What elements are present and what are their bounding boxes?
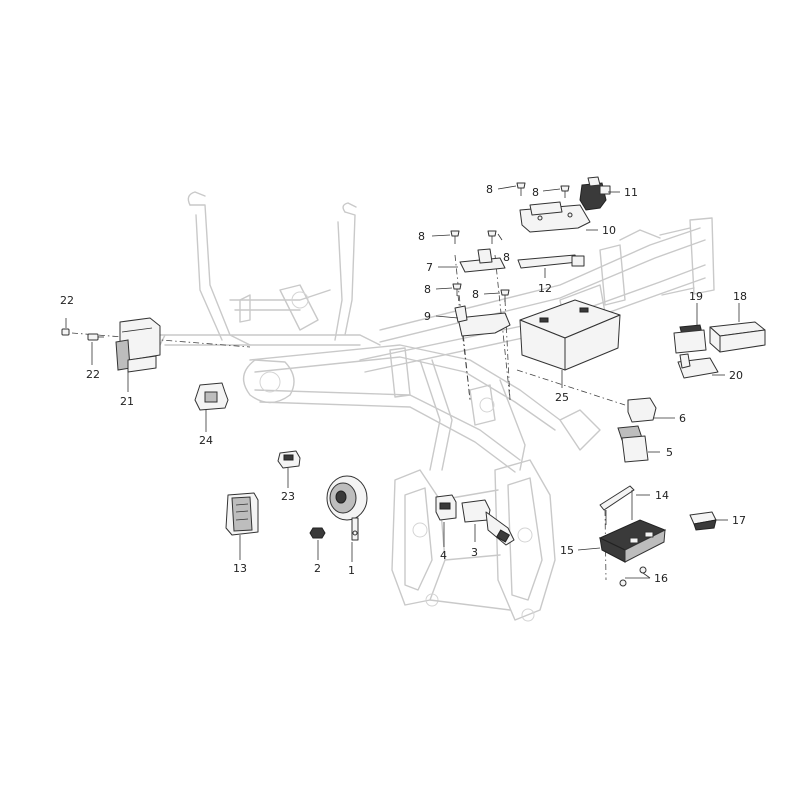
callout-6: 6 xyxy=(679,412,686,425)
callout-19: 19 xyxy=(689,290,703,303)
motorcycle-frame xyxy=(159,191,715,622)
screw-8-b xyxy=(560,185,570,198)
callout-21: 21 xyxy=(120,395,134,408)
screw-8-d xyxy=(487,230,497,244)
callout-8d: 8 xyxy=(503,251,510,264)
bolt-22-lower xyxy=(87,333,104,341)
callout-8e: 8 xyxy=(424,283,431,296)
callout-10: 10 xyxy=(602,224,616,237)
part-10-bracket xyxy=(519,201,591,233)
callout-8c: 8 xyxy=(418,230,425,243)
part-19-module xyxy=(673,324,707,354)
callout-14: 14 xyxy=(655,489,669,502)
part-23-relay xyxy=(277,450,301,469)
screw-8-f xyxy=(500,289,510,302)
leader-lines xyxy=(65,185,740,579)
part-13-fusebox xyxy=(225,492,259,536)
screw-16-b xyxy=(639,566,647,574)
callout-11: 11 xyxy=(624,186,638,199)
part-17-module xyxy=(689,511,717,531)
callout-1: 1 xyxy=(348,564,355,577)
part-6-relay xyxy=(627,397,657,423)
screw-8-a xyxy=(516,182,526,196)
screw-8-c xyxy=(450,230,460,244)
part-5-relay xyxy=(617,425,649,463)
callout-20: 20 xyxy=(729,369,743,382)
callout-7: 7 xyxy=(426,261,433,274)
part-15-ecu xyxy=(598,519,667,563)
callout-25: 25 xyxy=(555,391,569,404)
callout-15: 15 xyxy=(560,544,574,557)
part-18-box xyxy=(709,321,766,353)
callout-23: 23 xyxy=(281,490,295,503)
part-7-bracket xyxy=(459,248,506,273)
callout-22a: 22 xyxy=(60,294,74,307)
callout-8b: 8 xyxy=(532,186,539,199)
callout-18: 18 xyxy=(733,290,747,303)
part-20-bracket xyxy=(677,353,719,379)
part-25-battery xyxy=(519,299,621,371)
callout-8a: 8 xyxy=(486,183,493,196)
bolt-22-upper xyxy=(61,328,70,336)
part-11-relay xyxy=(579,176,611,211)
callout-labels: 1 2 3 4 5 6 7 8 8 8 8 8 8 9 10 11 12 13 … xyxy=(60,183,747,585)
part-1-horn xyxy=(326,475,368,541)
part-2-nut xyxy=(309,527,326,539)
callout-8f: 8 xyxy=(472,288,479,301)
part-14-strap xyxy=(599,485,635,525)
callout-16: 16 xyxy=(654,572,668,585)
screw-16-a xyxy=(619,579,627,587)
part-12-strap xyxy=(517,254,585,269)
part-4-sensor xyxy=(435,494,457,521)
callout-5: 5 xyxy=(666,446,673,459)
callout-22b: 22 xyxy=(86,368,100,381)
callout-12: 12 xyxy=(538,282,552,295)
callout-3: 3 xyxy=(471,546,478,559)
callout-9: 9 xyxy=(424,310,431,323)
part-3-sensor xyxy=(461,499,515,546)
callout-2: 2 xyxy=(314,562,321,575)
callout-13: 13 xyxy=(233,562,247,575)
part-21-module xyxy=(115,317,161,373)
callout-4: 4 xyxy=(440,549,447,562)
screw-8-e xyxy=(452,283,462,296)
callout-17: 17 xyxy=(732,514,746,527)
part-9-bracket xyxy=(454,305,511,337)
callout-24: 24 xyxy=(199,434,213,447)
assembly-lines xyxy=(71,254,626,581)
part-24-connector xyxy=(194,382,229,411)
